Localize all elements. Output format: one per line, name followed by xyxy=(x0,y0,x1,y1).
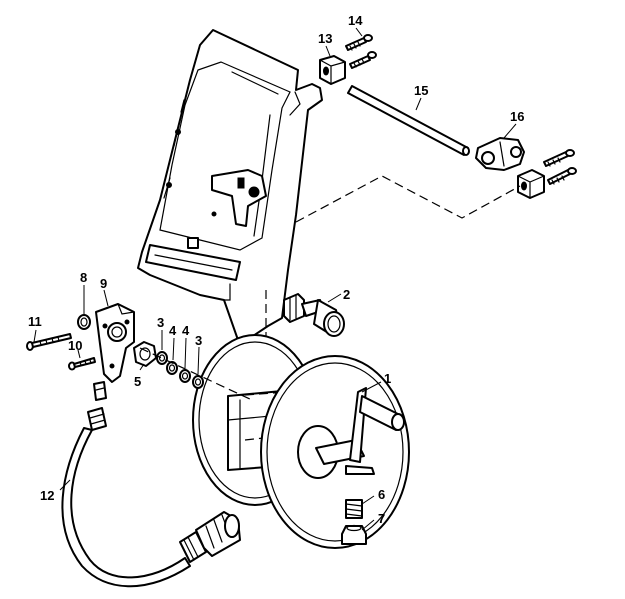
clamp-part-13 xyxy=(319,55,346,85)
o-ring-part-4-upper xyxy=(166,361,178,375)
callout-labels: 1 2 3 4 4 3 5 6 7 8 9 10 11 12 13 14 15 … xyxy=(28,13,524,526)
callout-15: 15 xyxy=(414,83,428,98)
callout-7: 7 xyxy=(378,511,385,526)
screw-part-10 xyxy=(68,357,96,371)
callout-6: 6 xyxy=(378,487,385,502)
washer-part-8 xyxy=(77,314,91,330)
hose-part-12 xyxy=(61,381,241,588)
callout-16: 16 xyxy=(510,109,524,124)
o-ring-part-4-lower xyxy=(179,369,191,383)
cap-nut-part-7 xyxy=(341,524,367,545)
assembly-line-frame-to-bracket xyxy=(295,175,521,223)
assembly-line-plate-to-reel xyxy=(139,347,253,401)
callout-4-upper: 4 xyxy=(169,323,177,338)
hose-reel-part-1 xyxy=(192,334,410,549)
callout-2: 2 xyxy=(343,287,350,302)
o-ring-part-3-upper xyxy=(156,351,168,365)
callout-3-lower: 3 xyxy=(195,333,202,348)
lower-screws-part-16 xyxy=(543,149,577,185)
callout-12: 12 xyxy=(40,488,54,503)
spring-part-6 xyxy=(345,499,363,519)
bolt-part-11 xyxy=(26,333,72,351)
callout-1: 1 xyxy=(384,371,391,386)
callout-13: 13 xyxy=(318,31,332,46)
frame-assembly xyxy=(137,29,323,341)
swivel-fitting-part-2 xyxy=(283,293,345,337)
rod-part-15 xyxy=(347,85,470,156)
callout-9: 9 xyxy=(100,276,107,291)
callout-11: 11 xyxy=(28,314,42,329)
leader-lines xyxy=(33,27,517,531)
o-ring-part-3-lower xyxy=(192,375,204,389)
callout-5: 5 xyxy=(134,374,141,389)
callout-8: 8 xyxy=(80,270,87,285)
callout-14: 14 xyxy=(348,13,363,28)
callout-4-lower: 4 xyxy=(182,323,190,338)
lower-clamp-part-16 xyxy=(517,169,545,199)
bracket-part-16 xyxy=(475,137,525,171)
callout-3-upper: 3 xyxy=(157,315,164,330)
callout-10: 10 xyxy=(68,338,82,353)
screws-part-14 xyxy=(345,34,377,69)
mounting-plate-part-9 xyxy=(95,303,135,383)
